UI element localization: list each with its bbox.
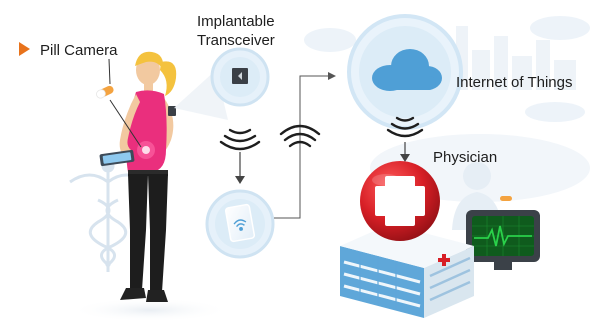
label-pill-camera: Pill Camera <box>40 42 118 59</box>
wifi-signal-icon <box>386 116 424 138</box>
wifi-signal-icon <box>219 128 261 151</box>
heart-monitor-icon <box>466 210 540 270</box>
tablet-icon <box>224 203 256 243</box>
label-implantable-line2: Transceiver <box>197 32 275 49</box>
arrow-cloud-to-physician <box>400 142 410 162</box>
label-internet-of-things: Internet of Things <box>456 74 573 91</box>
connector-tablet-to-cloud <box>274 75 330 219</box>
hospital-building-icon <box>340 224 474 318</box>
medical-cross-icon <box>360 161 440 241</box>
cloud-background <box>304 16 590 122</box>
wifi-signal-icon <box>279 124 321 148</box>
pill-icon <box>500 196 512 201</box>
connector-arrowhead <box>328 72 336 80</box>
label-implantable-transceiver: Implantable Transceiver <box>197 12 275 50</box>
label-physician: Physician <box>433 149 498 166</box>
pill-pointer-line <box>108 58 111 85</box>
arrow-implant-to-tablet <box>235 152 245 184</box>
label-implantable-line1: Implantable <box>197 13 275 30</box>
pill-to-heart-line <box>109 99 142 148</box>
pill-icon <box>96 85 114 99</box>
tablet-device <box>99 149 135 167</box>
arm-implant <box>168 106 176 116</box>
implant-chip-icon <box>232 68 248 84</box>
cloud-icon <box>372 49 442 91</box>
patient-figure <box>99 51 177 302</box>
pill-camera-arrow-icon <box>19 42 30 56</box>
floor-shadow <box>70 298 230 322</box>
